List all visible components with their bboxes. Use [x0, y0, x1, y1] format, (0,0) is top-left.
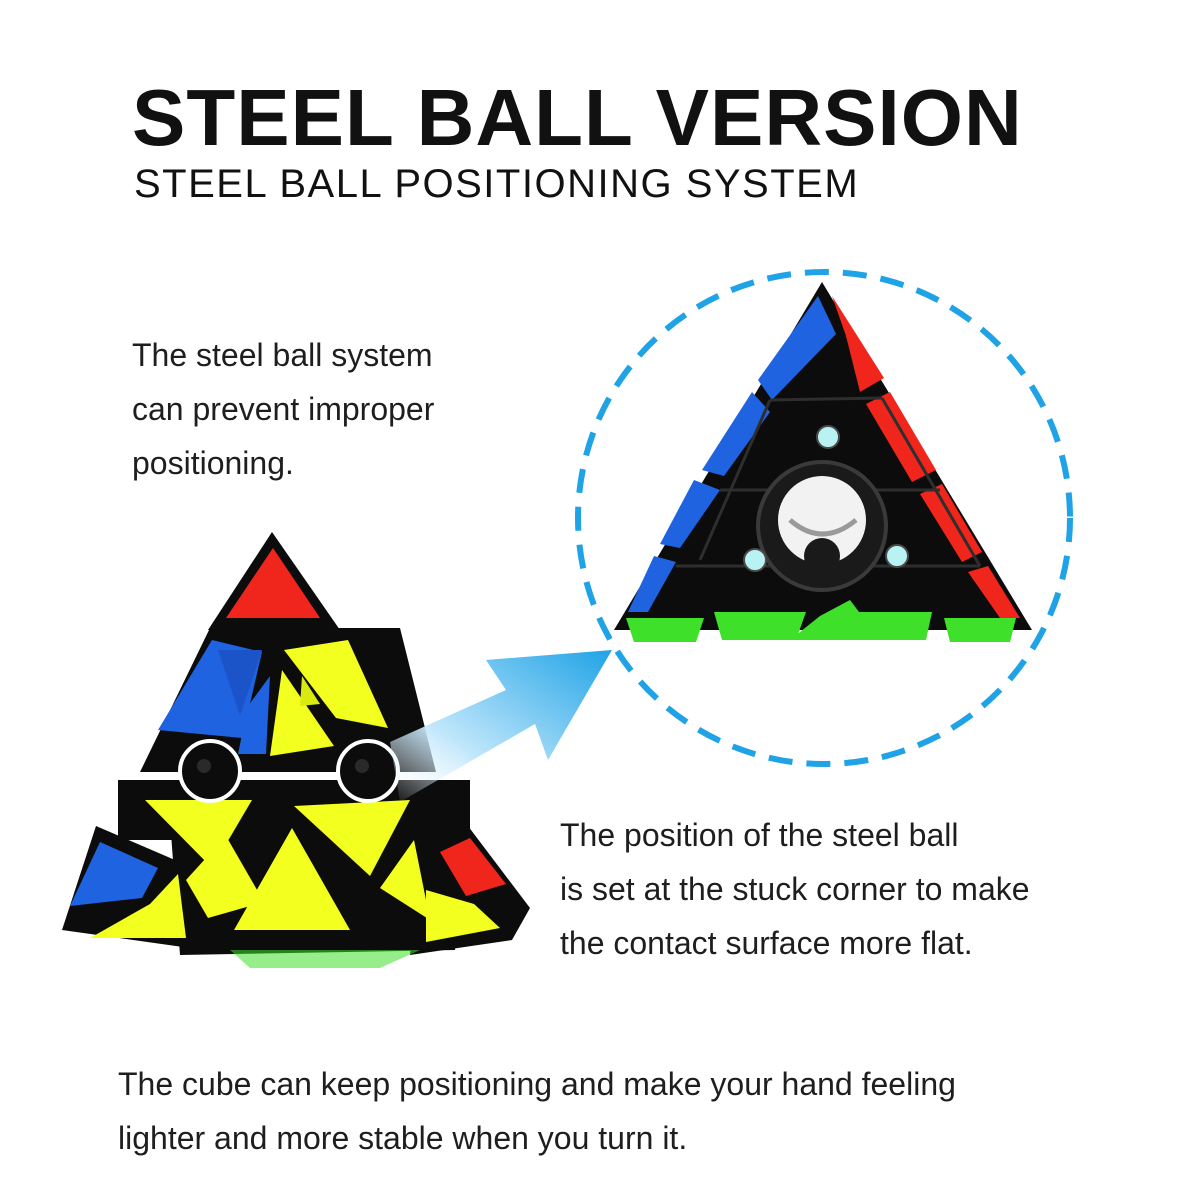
- feature-text-prevent-positioning: The steel ball system can prevent improp…: [132, 328, 434, 490]
- sticker-yellow: [270, 670, 334, 756]
- sticker-green: [626, 618, 704, 642]
- sticker-blue: [702, 392, 770, 476]
- sticker-green: [858, 612, 932, 640]
- feature-line: The position of the steel ball: [560, 817, 959, 853]
- sticker-red: [832, 296, 884, 392]
- core-ball-shading: [788, 518, 858, 537]
- feature-line: The steel ball system: [132, 337, 433, 373]
- feature-line: The cube can keep positioning and make y…: [118, 1066, 956, 1102]
- sticker-green: [790, 600, 880, 640]
- magnet-dot-icon: [816, 425, 840, 449]
- sticker-yellow: [426, 890, 500, 942]
- sticker-yellow: [380, 840, 430, 920]
- core-ball: [778, 476, 866, 564]
- sticker-yellow: [284, 640, 388, 728]
- feature-line: lighter and more stable when you turn it…: [118, 1120, 688, 1156]
- sticker-green: [944, 618, 1016, 642]
- sticker-green: [714, 612, 806, 640]
- page-subtitle: STEEL BALL POSITIONING SYSTEM: [134, 162, 860, 206]
- feature-line: is set at the stuck corner to make: [560, 871, 1030, 907]
- sticker-blue: [218, 650, 262, 716]
- steel-ball: [197, 759, 211, 773]
- sticker-yellow: [90, 874, 186, 938]
- sticker-red: [968, 566, 1020, 618]
- feature-text-stability: The cube can keep positioning and make y…: [118, 1057, 956, 1165]
- steel-ball-highlight-icon: [178, 739, 242, 803]
- page-title: STEEL BALL VERSION: [132, 73, 1023, 162]
- steel-ball: [355, 759, 369, 773]
- sticker-blue: [238, 676, 270, 754]
- magnet-dot-icon: [885, 544, 909, 568]
- pyraminx-internal-icon: [614, 282, 1032, 642]
- sticker-yellow: [300, 676, 320, 706]
- sticker-yellow: [294, 800, 410, 876]
- feature-line: positioning.: [132, 445, 294, 481]
- sticker-red: [440, 838, 506, 896]
- sticker-red: [226, 548, 320, 618]
- feature-text-ball-position: The position of the steel ball is set at…: [560, 808, 1030, 970]
- puzzle-frame: [614, 282, 1032, 630]
- sticker-blue: [70, 842, 158, 906]
- magnet-dot-icon: [743, 548, 767, 572]
- sticker-green: [230, 950, 420, 968]
- sticker-yellow: [145, 800, 252, 868]
- steel-ball-slot: [338, 741, 398, 801]
- sticker-yellow: [186, 836, 264, 918]
- sticker-blue: [758, 296, 836, 400]
- core-hole: [804, 538, 840, 574]
- feature-line: can prevent improper: [132, 391, 435, 427]
- sticker-blue: [628, 556, 676, 612]
- feature-line: the contact surface more flat.: [560, 925, 973, 961]
- pyraminx-puzzle-icon: [62, 532, 530, 968]
- steel-ball-slot: [180, 741, 240, 801]
- pointer-arrow-icon: [390, 650, 612, 802]
- dashed-zoom-circle-icon: [575, 269, 1073, 767]
- sticker-yellow: [234, 828, 350, 930]
- sticker-blue: [660, 480, 720, 548]
